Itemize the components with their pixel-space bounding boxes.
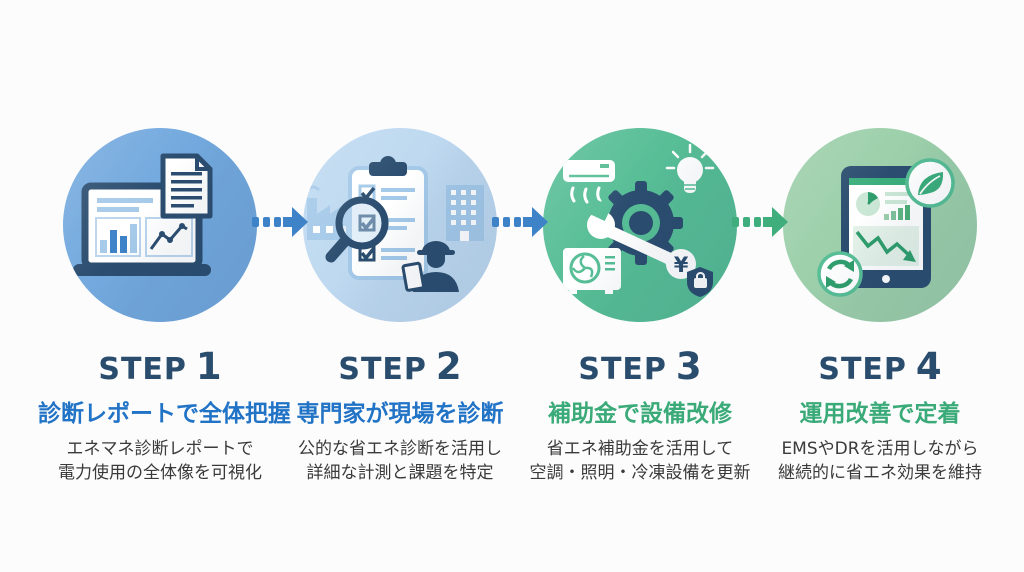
- gear-wrench-icon: [587, 181, 683, 269]
- checklist-row-2: [358, 214, 415, 232]
- step-2-desc-line-2: 詳細な計測と課題を特定: [306, 463, 494, 484]
- step-1-desc-line-1: エネマネ診断レポートで: [66, 438, 254, 459]
- step-4-desc-line-2: 継続的に省エネ効果を維持: [778, 463, 982, 484]
- step-number: 3: [675, 345, 702, 388]
- step-word: STEP: [98, 352, 187, 387]
- gauge-icon: [856, 192, 880, 216]
- step-4-illustration: [783, 128, 977, 322]
- office-building-icon: [446, 185, 484, 241]
- bar-chart-icon: [100, 224, 137, 253]
- step-2-description: 公的な省エネ診断を活用し 詳細な計測と課題を特定: [278, 437, 522, 486]
- step-2-heading: 専門家が現場を診断: [296, 400, 504, 427]
- step-2-illustration: [303, 128, 497, 322]
- step-2-desc-line-1: 公的な省エネ診断を活用し: [298, 438, 502, 459]
- step-4-desc-line-1: EMSやDRを活用しながら: [781, 438, 979, 459]
- dashed-arrow-icon-3: [732, 207, 788, 237]
- wrench-icon: [587, 198, 681, 269]
- declining-line-chart-icon: [853, 226, 919, 266]
- mini-bar-chart-icon: [884, 205, 910, 220]
- step-4-description: EMSやDRを活用しながら 継続的に省エネ効果を維持: [758, 437, 1002, 486]
- step-word: STEP: [578, 352, 667, 387]
- step-1-description: エネマネ診断レポートで 電力使用の全体像を可視化: [38, 437, 282, 486]
- step-3-illustration: ¥: [543, 128, 737, 322]
- yen-symbol: ¥: [674, 253, 689, 277]
- report-document-icon: [160, 153, 213, 219]
- step-3-heading: 補助金で設備改修: [548, 400, 732, 427]
- step-3-description: 省エネ補助金を活用して 空調・照明・冷凍設備を更新: [518, 437, 762, 486]
- magnifier-icon: [325, 196, 389, 263]
- step-number: 4: [915, 345, 942, 388]
- led-bulb-icon: [665, 143, 715, 193]
- step-3-icon-canvas: ¥: [563, 143, 715, 297]
- step-3-desc-line-1: 省エネ補助金を活用して: [546, 438, 734, 459]
- step-4-icon-canvas: [817, 158, 955, 297]
- outdoor-unit-icon: [563, 248, 621, 294]
- dashed-arrow-icon-2: [492, 207, 548, 237]
- step-1-desc-line-2: 電力使用の全体像を可視化: [58, 463, 262, 484]
- step-1-heading: 診断レポートで全体把握: [38, 400, 291, 427]
- step-number: 2: [435, 345, 462, 388]
- dashed-arrow-icon-1: [252, 207, 308, 237]
- engineer-icon: [401, 241, 459, 292]
- step-2-icon-canvas: [305, 156, 484, 292]
- step-4-heading: 運用改善で定着: [799, 400, 961, 427]
- line-chart-icon: [149, 223, 188, 250]
- leaf-badge-icon: [905, 158, 955, 208]
- step-number: 1: [195, 345, 222, 388]
- step-1-illustration: [63, 128, 257, 322]
- step-word: STEP: [818, 352, 907, 387]
- step-word: STEP: [338, 352, 427, 387]
- air-conditioner-icon: [563, 160, 615, 204]
- refresh-arrows-badge-icon: [817, 251, 863, 297]
- subsidy-shield-icon: [687, 267, 713, 297]
- step-3-desc-line-2: 空調・照明・冷凍設備を更新: [529, 463, 751, 484]
- step-1-icon-canvas: [73, 153, 213, 276]
